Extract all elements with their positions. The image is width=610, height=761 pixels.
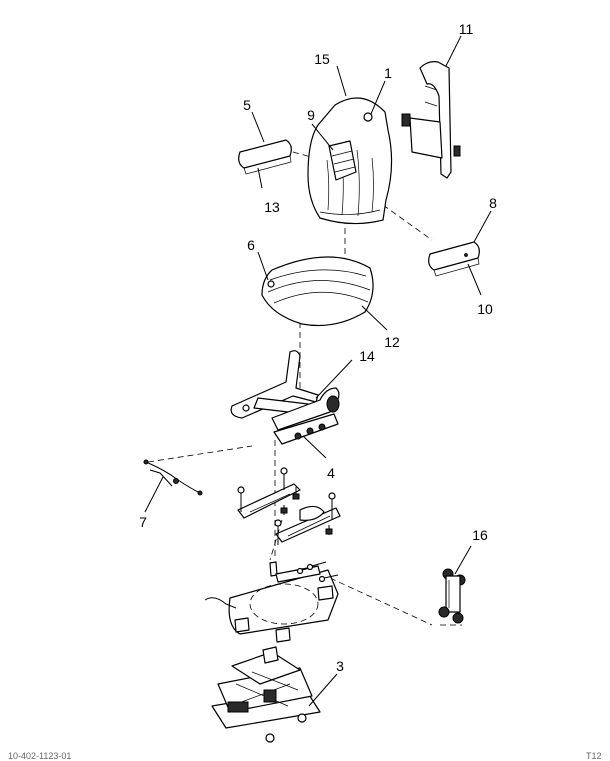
slide-rails <box>237 467 341 545</box>
rail-bolts <box>237 467 336 545</box>
assembly-alignment-lines <box>147 151 462 626</box>
figure-tag: T12 <box>586 751 602 761</box>
callout-12: 12 <box>384 334 400 350</box>
callout-7: 7 <box>139 514 147 530</box>
callout-1: 1 <box>384 65 392 81</box>
callout-labels: 1 15 11 5 9 13 8 6 10 12 14 4 7 16 3 <box>139 21 497 674</box>
callout-3: 3 <box>336 658 344 674</box>
figure-reference-number: 10-402-1123-01 <box>8 751 71 761</box>
callout-14: 14 <box>359 348 375 364</box>
shock-absorber <box>438 568 466 624</box>
callout-5: 5 <box>243 97 251 113</box>
callout-13: 13 <box>264 199 280 215</box>
plate-bolts <box>296 561 339 583</box>
callout-16: 16 <box>472 527 488 543</box>
leader-lines <box>144 35 492 707</box>
callout-9: 9 <box>307 107 315 123</box>
headrest-frame <box>401 61 461 179</box>
adjustment-cable <box>143 459 203 496</box>
callout-11: 11 <box>459 21 474 37</box>
suspension-base <box>211 646 321 743</box>
seat-cushion <box>261 256 374 327</box>
armrest-right <box>428 241 480 277</box>
callout-8: 8 <box>489 195 497 211</box>
armrest-left <box>238 139 292 175</box>
seat-back <box>307 97 393 225</box>
mounting-plate <box>204 561 339 643</box>
callout-4: 4 <box>327 465 335 481</box>
callout-10: 10 <box>477 301 493 317</box>
seat-frame <box>230 350 340 445</box>
callout-6: 6 <box>247 237 255 253</box>
callout-15: 15 <box>314 51 330 67</box>
